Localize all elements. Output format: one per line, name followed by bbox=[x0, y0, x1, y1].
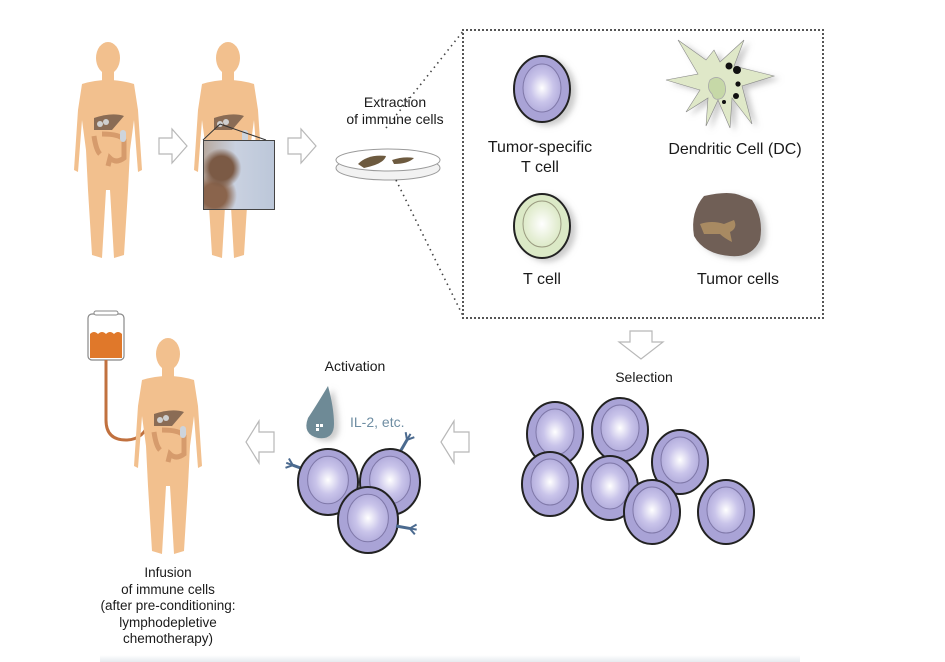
infusion-label: Infusion of immune cells (after pre-cond… bbox=[100, 565, 236, 646]
t-cell-icon bbox=[651, 429, 709, 495]
activated-t-cells-cluster bbox=[285, 432, 421, 554]
arrow-left-icon bbox=[440, 418, 470, 466]
activation-label: Activation bbox=[324, 358, 386, 374]
dendritic-cell-icon bbox=[665, 39, 776, 129]
tumor-biopsy-inset bbox=[203, 140, 275, 210]
t-cell-icon bbox=[697, 479, 755, 545]
arrow-right-icon bbox=[158, 127, 188, 165]
t-cell-label: T cell bbox=[523, 271, 561, 288]
t-cell-icon bbox=[521, 451, 579, 517]
tumor-cell-icon bbox=[693, 193, 761, 257]
cytokine-label: IL-2, etc. bbox=[350, 414, 405, 430]
t-cell-icon bbox=[623, 479, 681, 545]
receptor-icon bbox=[395, 523, 418, 536]
tumor-specific-t-cell-icon bbox=[513, 55, 571, 123]
tumor-specific-t-cell-label: Tumor-specific T cell bbox=[487, 139, 593, 176]
patient-figure bbox=[74, 42, 142, 258]
cell-types-panel bbox=[462, 29, 824, 319]
t-cell-icon bbox=[513, 193, 571, 259]
dendritic-cell-label: Dendritic Cell (DC) bbox=[668, 141, 802, 158]
iv-bag-icon bbox=[87, 310, 125, 361]
cytokine-drop-icon bbox=[306, 386, 334, 439]
arrow-down-icon bbox=[617, 330, 665, 360]
t-cell-icon bbox=[297, 448, 359, 516]
selected-t-cells-cluster bbox=[521, 397, 755, 545]
arrow-left-icon bbox=[245, 418, 275, 466]
petri-dish-icon bbox=[335, 148, 441, 181]
tumor-cells-label: Tumor cells bbox=[696, 271, 780, 288]
t-cell-icon bbox=[337, 486, 399, 554]
t-cell-icon bbox=[591, 397, 649, 463]
selection-label: Selection bbox=[615, 369, 673, 385]
bottom-edge-shade bbox=[100, 655, 800, 662]
infusion-patient-figure bbox=[87, 310, 202, 554]
receptor-icon bbox=[398, 432, 415, 453]
arrow-right-icon bbox=[287, 127, 317, 165]
t-cell-icon bbox=[526, 401, 584, 467]
